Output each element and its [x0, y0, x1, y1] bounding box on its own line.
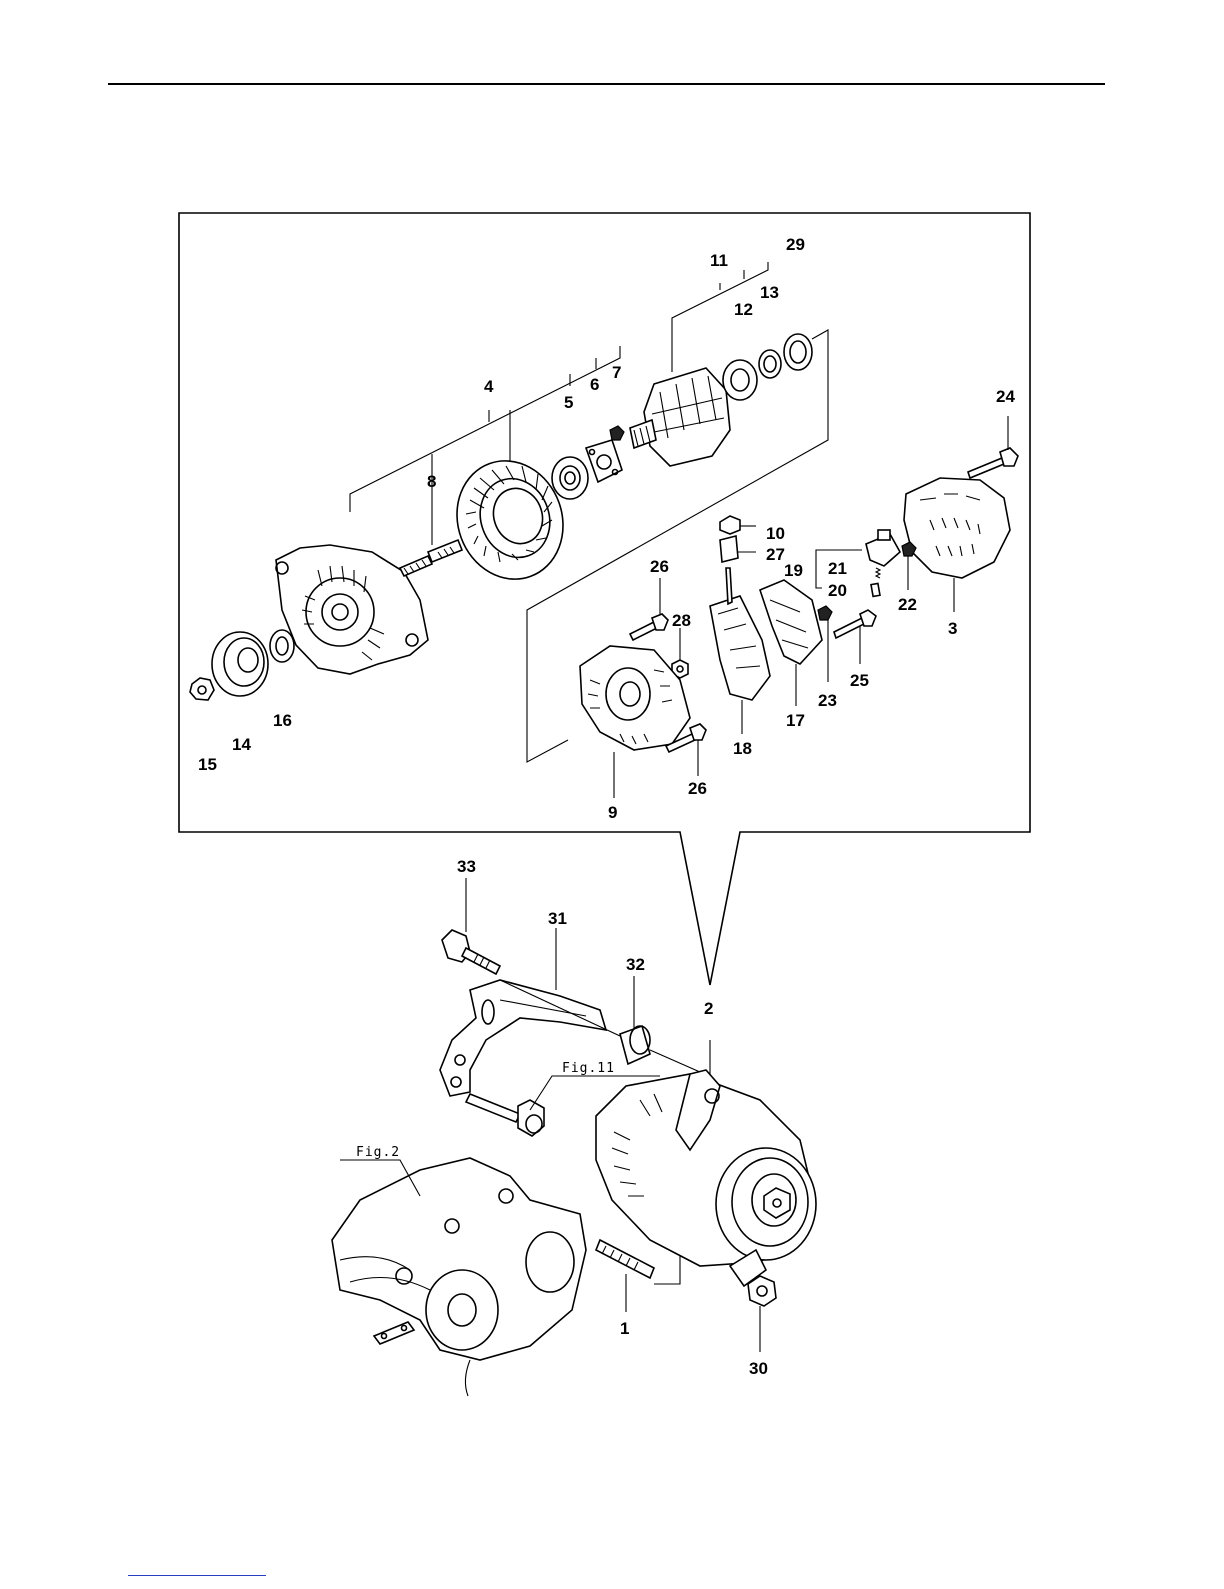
part-25-bolt [834, 610, 876, 664]
fig-11-reference[interactable]: Fig.11 [562, 1061, 615, 1076]
part-15-nut [190, 678, 214, 700]
part-6-retainer-plate [586, 440, 622, 482]
engine-mount-bracket [332, 1158, 586, 1396]
callout-23: 23 [818, 691, 837, 710]
part-21-spring [876, 568, 880, 578]
part-13-washer [759, 350, 781, 378]
callout-6: 6 [590, 375, 599, 394]
callout-33: 33 [457, 857, 476, 876]
callout-22: 22 [898, 595, 917, 614]
part-8-stud [400, 540, 462, 576]
part-3-rear-cover [904, 478, 1010, 612]
callout-16: 16 [273, 711, 292, 730]
callout-15: 15 [198, 755, 217, 774]
callout-26-lower: 26 [688, 779, 707, 798]
part-33-bolt [442, 878, 500, 974]
part-26-bolt-upper [630, 578, 668, 640]
callout-26-upper: 26 [650, 557, 669, 576]
part-2-alternator [596, 1040, 816, 1286]
drive-end-frame [276, 545, 428, 674]
callout-11: 11 [710, 251, 728, 270]
callout-24: 24 [996, 387, 1015, 406]
callout-10: 10 [766, 524, 785, 543]
callout-9: 9 [608, 803, 617, 822]
part-29-seal [784, 334, 812, 370]
fig-2-reference[interactable]: Fig.2 [356, 1145, 400, 1160]
footer-link-underline[interactable] [128, 1575, 266, 1576]
callout-29: 29 [786, 235, 805, 254]
part-30-nut [748, 1276, 776, 1352]
part-28-washer [672, 628, 688, 678]
part-17-brush-holder [760, 580, 822, 706]
part-27-insulator [720, 536, 756, 562]
part-20-brush [871, 583, 880, 596]
callout-28: 28 [672, 611, 691, 630]
part-7-screw [610, 426, 624, 440]
part-32-spacer [620, 976, 700, 1072]
callout-8: 8 [427, 472, 436, 491]
part-24-bolt [968, 416, 1018, 478]
callout-19: 19 [784, 561, 803, 580]
callout-3: 3 [948, 619, 957, 638]
callout-30: 30 [749, 1359, 768, 1378]
callout-labels: 1 2 3 4 5 6 7 8 9 10 11 12 13 14 15 16 1… [198, 235, 1015, 1378]
callout-4: 4 [484, 377, 494, 396]
callout-31: 31 [548, 909, 567, 928]
callout-2: 2 [704, 999, 713, 1018]
callout-1: 1 [620, 1319, 629, 1338]
part-1-stud [596, 1240, 680, 1312]
callout-21: 21 [828, 559, 847, 578]
callout-18: 18 [733, 739, 752, 758]
part-19-regulator [866, 530, 900, 566]
callout-13: 13 [760, 283, 779, 302]
callout-14: 14 [232, 735, 251, 754]
callout-27: 27 [766, 545, 785, 564]
callout-17: 17 [786, 711, 805, 730]
part-14-pulley [212, 632, 268, 696]
callout-25: 25 [850, 671, 869, 690]
callout-7: 7 [612, 363, 621, 382]
callout-20: 20 [828, 581, 847, 600]
callout-5: 5 [564, 393, 573, 412]
part-10-nut [720, 516, 756, 534]
callout-32: 32 [626, 955, 645, 974]
part-23-screw [818, 606, 832, 682]
part-12-bearing [723, 360, 757, 400]
part-22-screw [902, 542, 916, 590]
part-16-bearing [270, 630, 294, 662]
part-5-bearing [552, 457, 588, 499]
callout-12: 12 [734, 300, 753, 319]
part-11-rotor [630, 368, 730, 466]
